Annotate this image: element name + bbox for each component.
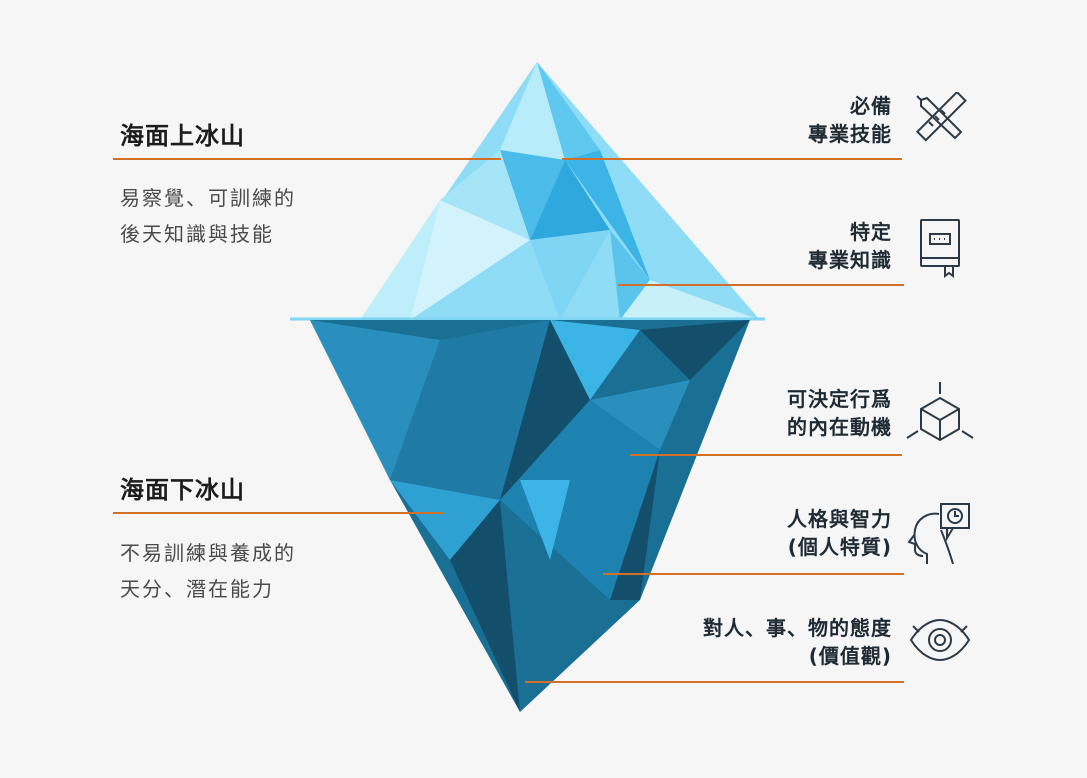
book-icon bbox=[915, 218, 965, 278]
item-personality-intelligence: 人格與智力 (個人特質) bbox=[787, 505, 892, 561]
item-4-leader-line bbox=[603, 573, 904, 575]
item-1-line-1: 必備 bbox=[850, 94, 892, 118]
item-5-leader-line bbox=[525, 681, 904, 683]
item-1-leader-line bbox=[562, 158, 902, 160]
above-water-description: 易察覺、可訓練的 後天知識與技能 bbox=[120, 180, 360, 252]
item-2-leader-line bbox=[618, 284, 904, 286]
cube-icon bbox=[905, 380, 975, 444]
item-3-leader-line bbox=[630, 454, 902, 456]
item-4-line-1: 人格與智力 bbox=[787, 507, 892, 531]
above-water-desc-line-1: 易察覺、可訓練的 bbox=[120, 186, 296, 210]
item-4-line-2: (個人特質) bbox=[787, 535, 892, 559]
item-specific-knowledge: 特定 專業知識 bbox=[808, 218, 892, 274]
item-5-line-2: (價值觀) bbox=[808, 644, 892, 668]
item-5-line-1: 對人、事、物的態度 bbox=[703, 616, 892, 640]
below-water-leader-line bbox=[113, 512, 443, 514]
below-water-description: 不易訓練與養成的 天分、潛在能力 bbox=[120, 535, 360, 607]
ruler-pencil-icon bbox=[913, 92, 967, 146]
item-3-line-2: 的內在動機 bbox=[787, 415, 892, 439]
item-2-line-1: 特定 bbox=[850, 220, 892, 244]
above-water-leader-line bbox=[113, 158, 501, 160]
iceberg-below-water bbox=[310, 320, 750, 712]
item-3-line-1: 可決定行爲 bbox=[787, 387, 892, 411]
item-2-line-2: 專業知識 bbox=[808, 248, 892, 272]
above-water-title: 海面上冰山 bbox=[120, 122, 245, 150]
below-water-title: 海面下冰山 bbox=[120, 476, 245, 504]
below-water-desc-line-1: 不易訓練與養成的 bbox=[120, 541, 296, 565]
eye-icon bbox=[907, 612, 973, 668]
above-water-desc-line-2: 後天知識與技能 bbox=[120, 222, 274, 246]
item-professional-skills: 必備 專業技能 bbox=[808, 92, 892, 148]
iceberg-above-water bbox=[360, 62, 760, 320]
below-water-desc-line-2: 天分、潛在能力 bbox=[120, 577, 274, 601]
item-attitude-values: 對人、事、物的態度 (價值觀) bbox=[703, 614, 892, 670]
item-1-line-2: 專業技能 bbox=[808, 122, 892, 146]
head-thought-icon bbox=[905, 500, 975, 566]
item-intrinsic-motivation: 可決定行爲 的內在動機 bbox=[787, 385, 892, 441]
